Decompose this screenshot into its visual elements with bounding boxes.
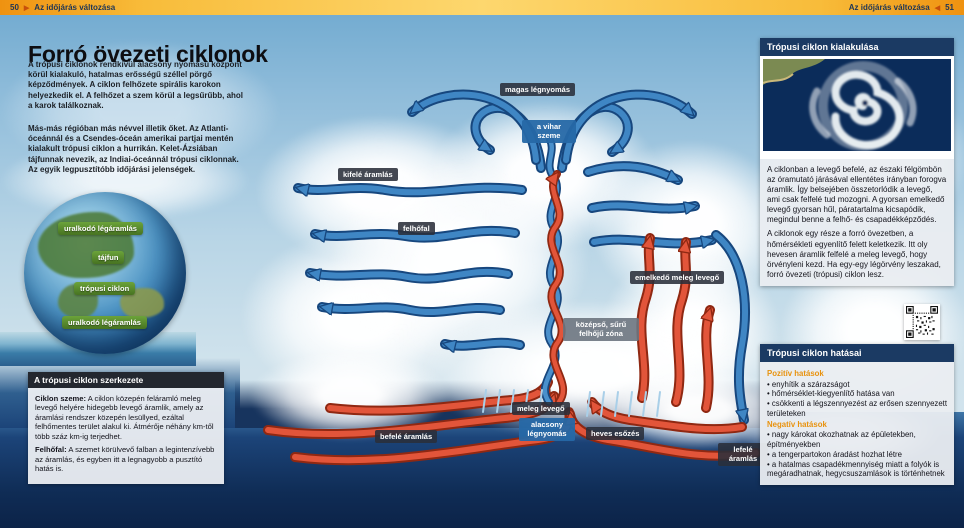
effects-info-box: Trópusi ciklon hatásai Pozitív hatások e…: [760, 344, 954, 486]
label-cloud-wall: felhőfal: [398, 222, 435, 236]
effect-item: hőmérséklet-kiegyenlítő hatása van: [767, 389, 947, 399]
label-outflow: kifelé áramlás: [338, 168, 398, 182]
section-title-left: Az időjárás változása: [34, 3, 116, 12]
effect-item: a hatalmas csapadékmennyiség miatt a fol…: [767, 460, 947, 479]
label-high-pressure: magas légnyomás: [500, 83, 576, 97]
page-title: Forró övezeti ciklonok: [28, 41, 268, 68]
globe-label-prevailing-airflow-bottom: uralkodó légáramlás: [62, 316, 147, 329]
label-dense-cloud-zone: középső, sűrű felhőjű zóna: [563, 318, 639, 341]
header-right: Az időjárás változása ◀ 51: [849, 3, 954, 12]
globe-label-typhoon: tájfun: [92, 251, 125, 264]
effect-item: a tengerpartokon áradást hozhat létre: [767, 450, 947, 460]
page-number-right: 51: [945, 3, 954, 12]
effects-box-title: Trópusi ciklon hatásai: [760, 344, 954, 362]
triangle-left-icon: ◀: [934, 4, 941, 12]
cloud: [0, 40, 280, 180]
formation-box-body: A ciklonban a levegő befelé, az északi f…: [760, 159, 954, 286]
page-header-band: 50 ▶ Az időjárás változása Az időjárás v…: [0, 0, 964, 15]
formation-paragraph-2: A ciklonok egy része a forró övezetben, …: [767, 229, 941, 279]
negative-effects-heading: Negatív hatások: [767, 419, 827, 429]
intro-paragraph-2: Más-más régióban más névvel illetik őket…: [28, 124, 239, 174]
label-rising-warm-air: emelkedő meleg levegő: [630, 271, 725, 285]
qr-code-pattern: [906, 306, 938, 338]
structure-box-title: A trópusi ciklon szerkezete: [28, 372, 224, 388]
structure-wall-term: Felhőfal:: [35, 445, 67, 455]
structure-wall-paragraph: Felhőfal: A szemet körülvevő falban a le…: [35, 445, 217, 473]
formation-paragraph-1: A ciklonban a levegő befelé, az északi f…: [767, 165, 947, 225]
structure-eye-term: Ciklon szeme:: [35, 394, 87, 403]
effects-box-body: Pozitív hatások enyhítik a szárazságot h…: [760, 362, 954, 486]
hurricane-spiral: [809, 61, 917, 151]
page-number-left: 50: [10, 3, 19, 12]
intro-paragraph-1: A trópusi ciklonok rendkívül alacsony ny…: [28, 60, 244, 110]
label-inflow: befelé áramlás: [375, 430, 438, 444]
effect-item: enyhítik a szárazságot: [767, 380, 947, 390]
globe-label-prevailing-airflow-top: uralkodó légáramlás: [58, 222, 143, 235]
structure-box-body: Ciklon szeme: A ciklon közepén feláramló…: [28, 388, 224, 484]
label-low-pressure: alacsony légnyomás: [519, 418, 575, 441]
structure-eye-paragraph: Ciklon szeme: A ciklon közepén feláramló…: [35, 394, 217, 441]
globe-illustration: [24, 192, 186, 354]
formation-box-title: Trópusi ciklon kialakulása: [760, 38, 954, 56]
label-warm-air: meleg levegő: [512, 402, 570, 416]
triangle-right-icon: ▶: [23, 4, 30, 12]
hurricane-satellite-image: [760, 56, 954, 159]
formation-info-box: Trópusi ciklon kialakulása A ciklonban a…: [760, 38, 954, 286]
qr-code: [904, 304, 940, 340]
globe-label-tropical-cyclone: trópusi ciklon: [74, 282, 136, 295]
section-title-right: Az időjárás változása: [848, 3, 930, 12]
label-heavy-rain: heves esőzés: [586, 427, 645, 441]
effect-item: nagy károkat okozhatnak az épületekben, …: [767, 430, 947, 449]
hurricane-satellite-svg: [762, 59, 951, 151]
positive-effects-heading: Pozitív hatások: [767, 369, 824, 378]
structure-wall-text: A szemet körülvevő falban a legintenzíve…: [35, 445, 215, 474]
label-storm-eye: a vihar szeme: [522, 120, 576, 143]
header-left: 50 ▶ Az időjárás változása: [10, 3, 115, 12]
structure-info-box: A trópusi ciklon szerkezete Ciklon szeme…: [28, 372, 224, 484]
effect-item: csökkenti a légszennyezést az erősen sze…: [767, 399, 947, 418]
structure-eye-text: A ciklon közepén feláramló meleg levegő …: [35, 394, 214, 441]
cloud: [250, 350, 450, 440]
coastline-shape: [763, 59, 825, 85]
